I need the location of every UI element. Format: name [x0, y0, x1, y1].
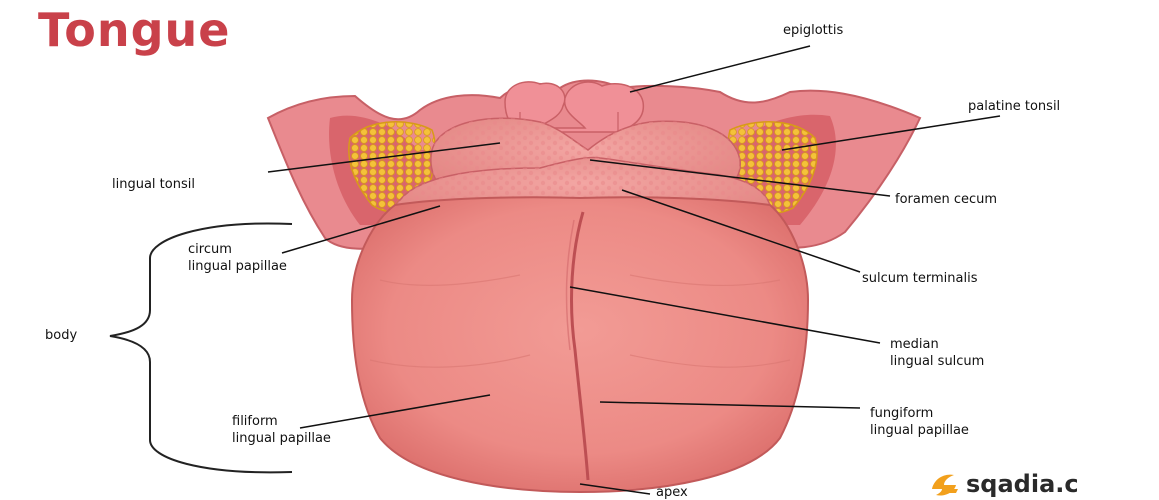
- tongue-body: [352, 197, 808, 492]
- label-filiform-line2: lingual papillae: [232, 430, 331, 447]
- label-sulcum-terminalis: sulcum terminalis: [862, 270, 978, 287]
- label-fungiform-line2: lingual papillae: [870, 422, 969, 439]
- label-fungiform-lingual-papillae: fungiform lingual papillae: [870, 405, 969, 439]
- label-circum-line1: circum: [188, 241, 287, 258]
- leader-epiglottis: [630, 46, 810, 92]
- sqadia-logo-text: sqadia.c: [966, 470, 1079, 498]
- sqadia-logo: sqadia.c: [930, 468, 1079, 500]
- label-median-line2: lingual sulcum: [890, 353, 984, 370]
- label-median-line1: median: [890, 336, 984, 353]
- label-lingual-tonsil: lingual tonsil: [112, 176, 195, 193]
- label-filiform-line1: filiform: [232, 413, 331, 430]
- label-palatine-tonsil: palatine tonsil: [968, 98, 1060, 115]
- label-median-lingual-sulcum: median lingual sulcum: [890, 336, 984, 370]
- label-circum-line2: lingual papillae: [188, 258, 287, 275]
- label-apex: apex: [656, 484, 688, 500]
- sqadia-logo-icon: [930, 471, 960, 497]
- label-body: body: [45, 327, 77, 344]
- label-epiglottis: epiglottis: [783, 22, 843, 39]
- label-filiform-lingual-papillae: filiform lingual papillae: [232, 413, 331, 447]
- label-circum-lingual-papillae: circum lingual papillae: [188, 241, 287, 275]
- label-foramen-cecum: foramen cecum: [895, 191, 997, 208]
- label-fungiform-line1: fungiform: [870, 405, 969, 422]
